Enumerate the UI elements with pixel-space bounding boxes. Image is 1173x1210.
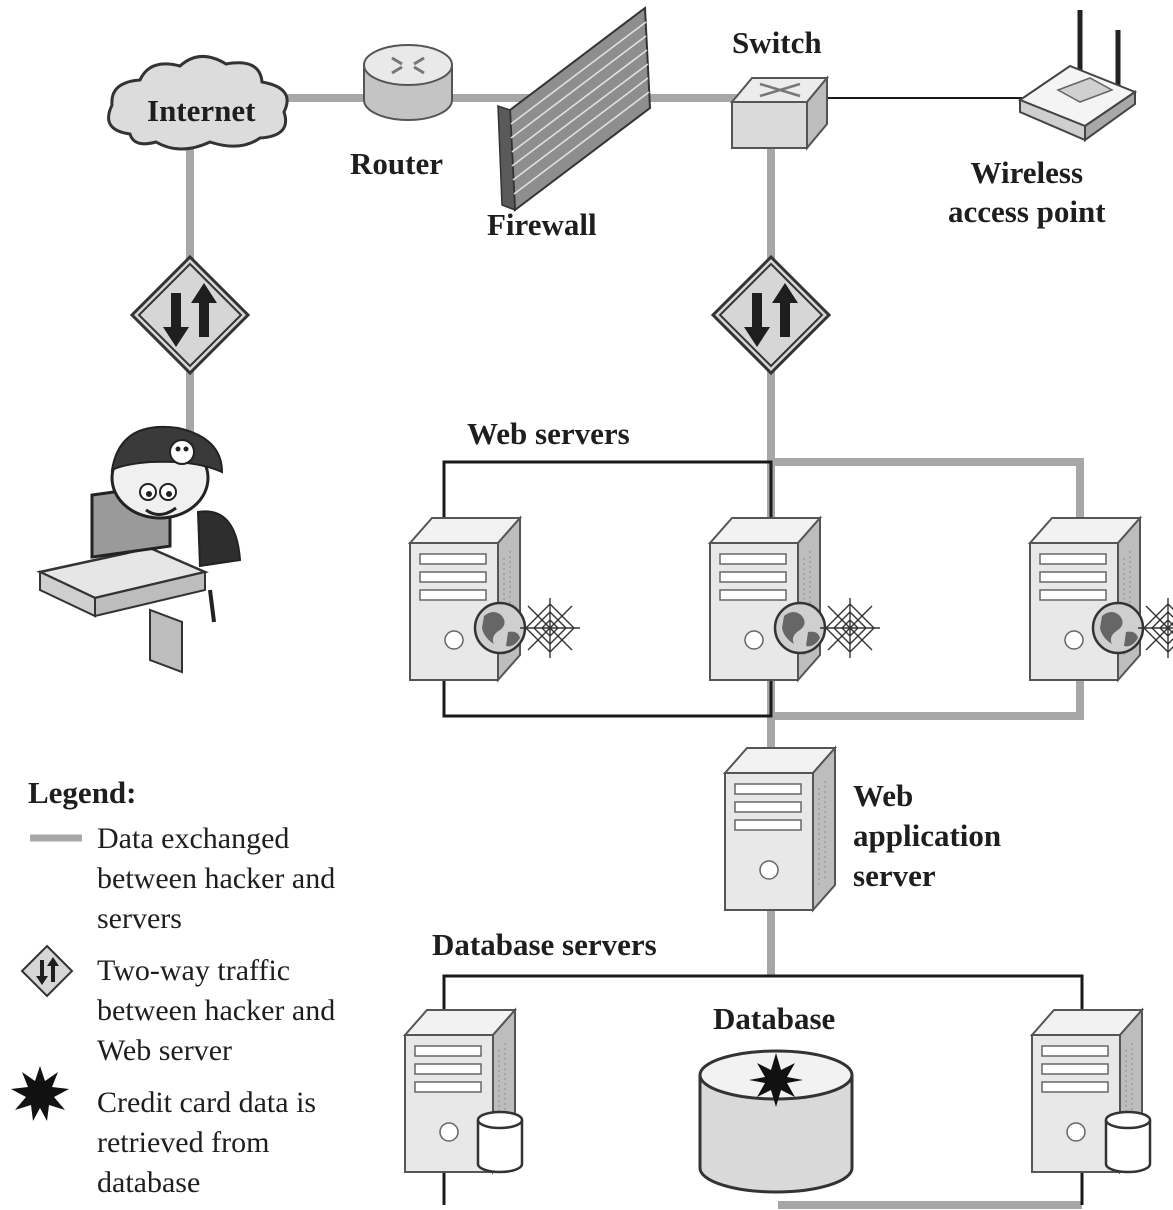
database-servers-label: Database servers (432, 927, 657, 962)
legend-starburst-icon (11, 1066, 69, 1121)
database-label: Database (713, 1001, 836, 1036)
database-server-1 (404, 1009, 524, 1174)
firewall-icon (497, 6, 652, 212)
web-app-label-line-3: server (853, 858, 936, 893)
database-icon (698, 1049, 854, 1194)
web-app-label-line-2: application (853, 818, 1002, 853)
two-way-traffic-icon-hacker (130, 255, 250, 375)
internet-label: Internet (147, 93, 256, 128)
database-server-2 (1031, 1009, 1152, 1174)
web-servers-label: Web servers (467, 416, 630, 451)
wireless-access-point-icon (1017, 10, 1138, 142)
legend-item-credit-card-data: Credit card data is retrieved from datab… (97, 1086, 317, 1199)
wireless-access-point-label: Wireless access point (948, 154, 1106, 232)
router-label: Router (350, 146, 443, 181)
web-server-2 (709, 517, 882, 681)
internet-cloud-icon (107, 55, 289, 151)
web-server-3 (1029, 517, 1173, 681)
web-app-label-line-1: Web (853, 778, 914, 813)
legend-item-data-exchanged: Data exchanged between hacker and server… (97, 822, 336, 935)
firewall-label: Firewall (487, 207, 597, 242)
legend-title: Legend: (28, 775, 137, 810)
legend-item-two-way-traffic: Two-way traffic between hacker and Web s… (97, 954, 336, 1067)
legend-two-way-traffic-icon (20, 944, 74, 998)
web-application-server-icon (724, 747, 836, 911)
hacker-icon (36, 425, 242, 674)
web-application-server-label: Web application server (853, 776, 1001, 896)
wireless-label-line-1: Wireless (970, 155, 1084, 190)
data-lines (186, 94, 1084, 1209)
switch-label: Switch (732, 25, 822, 60)
credit-card-data-starburst-icon (749, 1053, 803, 1107)
switch-icon (729, 75, 830, 151)
router-icon (363, 44, 453, 121)
wireless-label-line-2: access point (948, 193, 1106, 229)
two-way-traffic-icon-switch (711, 255, 831, 375)
web-server-1 (409, 517, 582, 681)
